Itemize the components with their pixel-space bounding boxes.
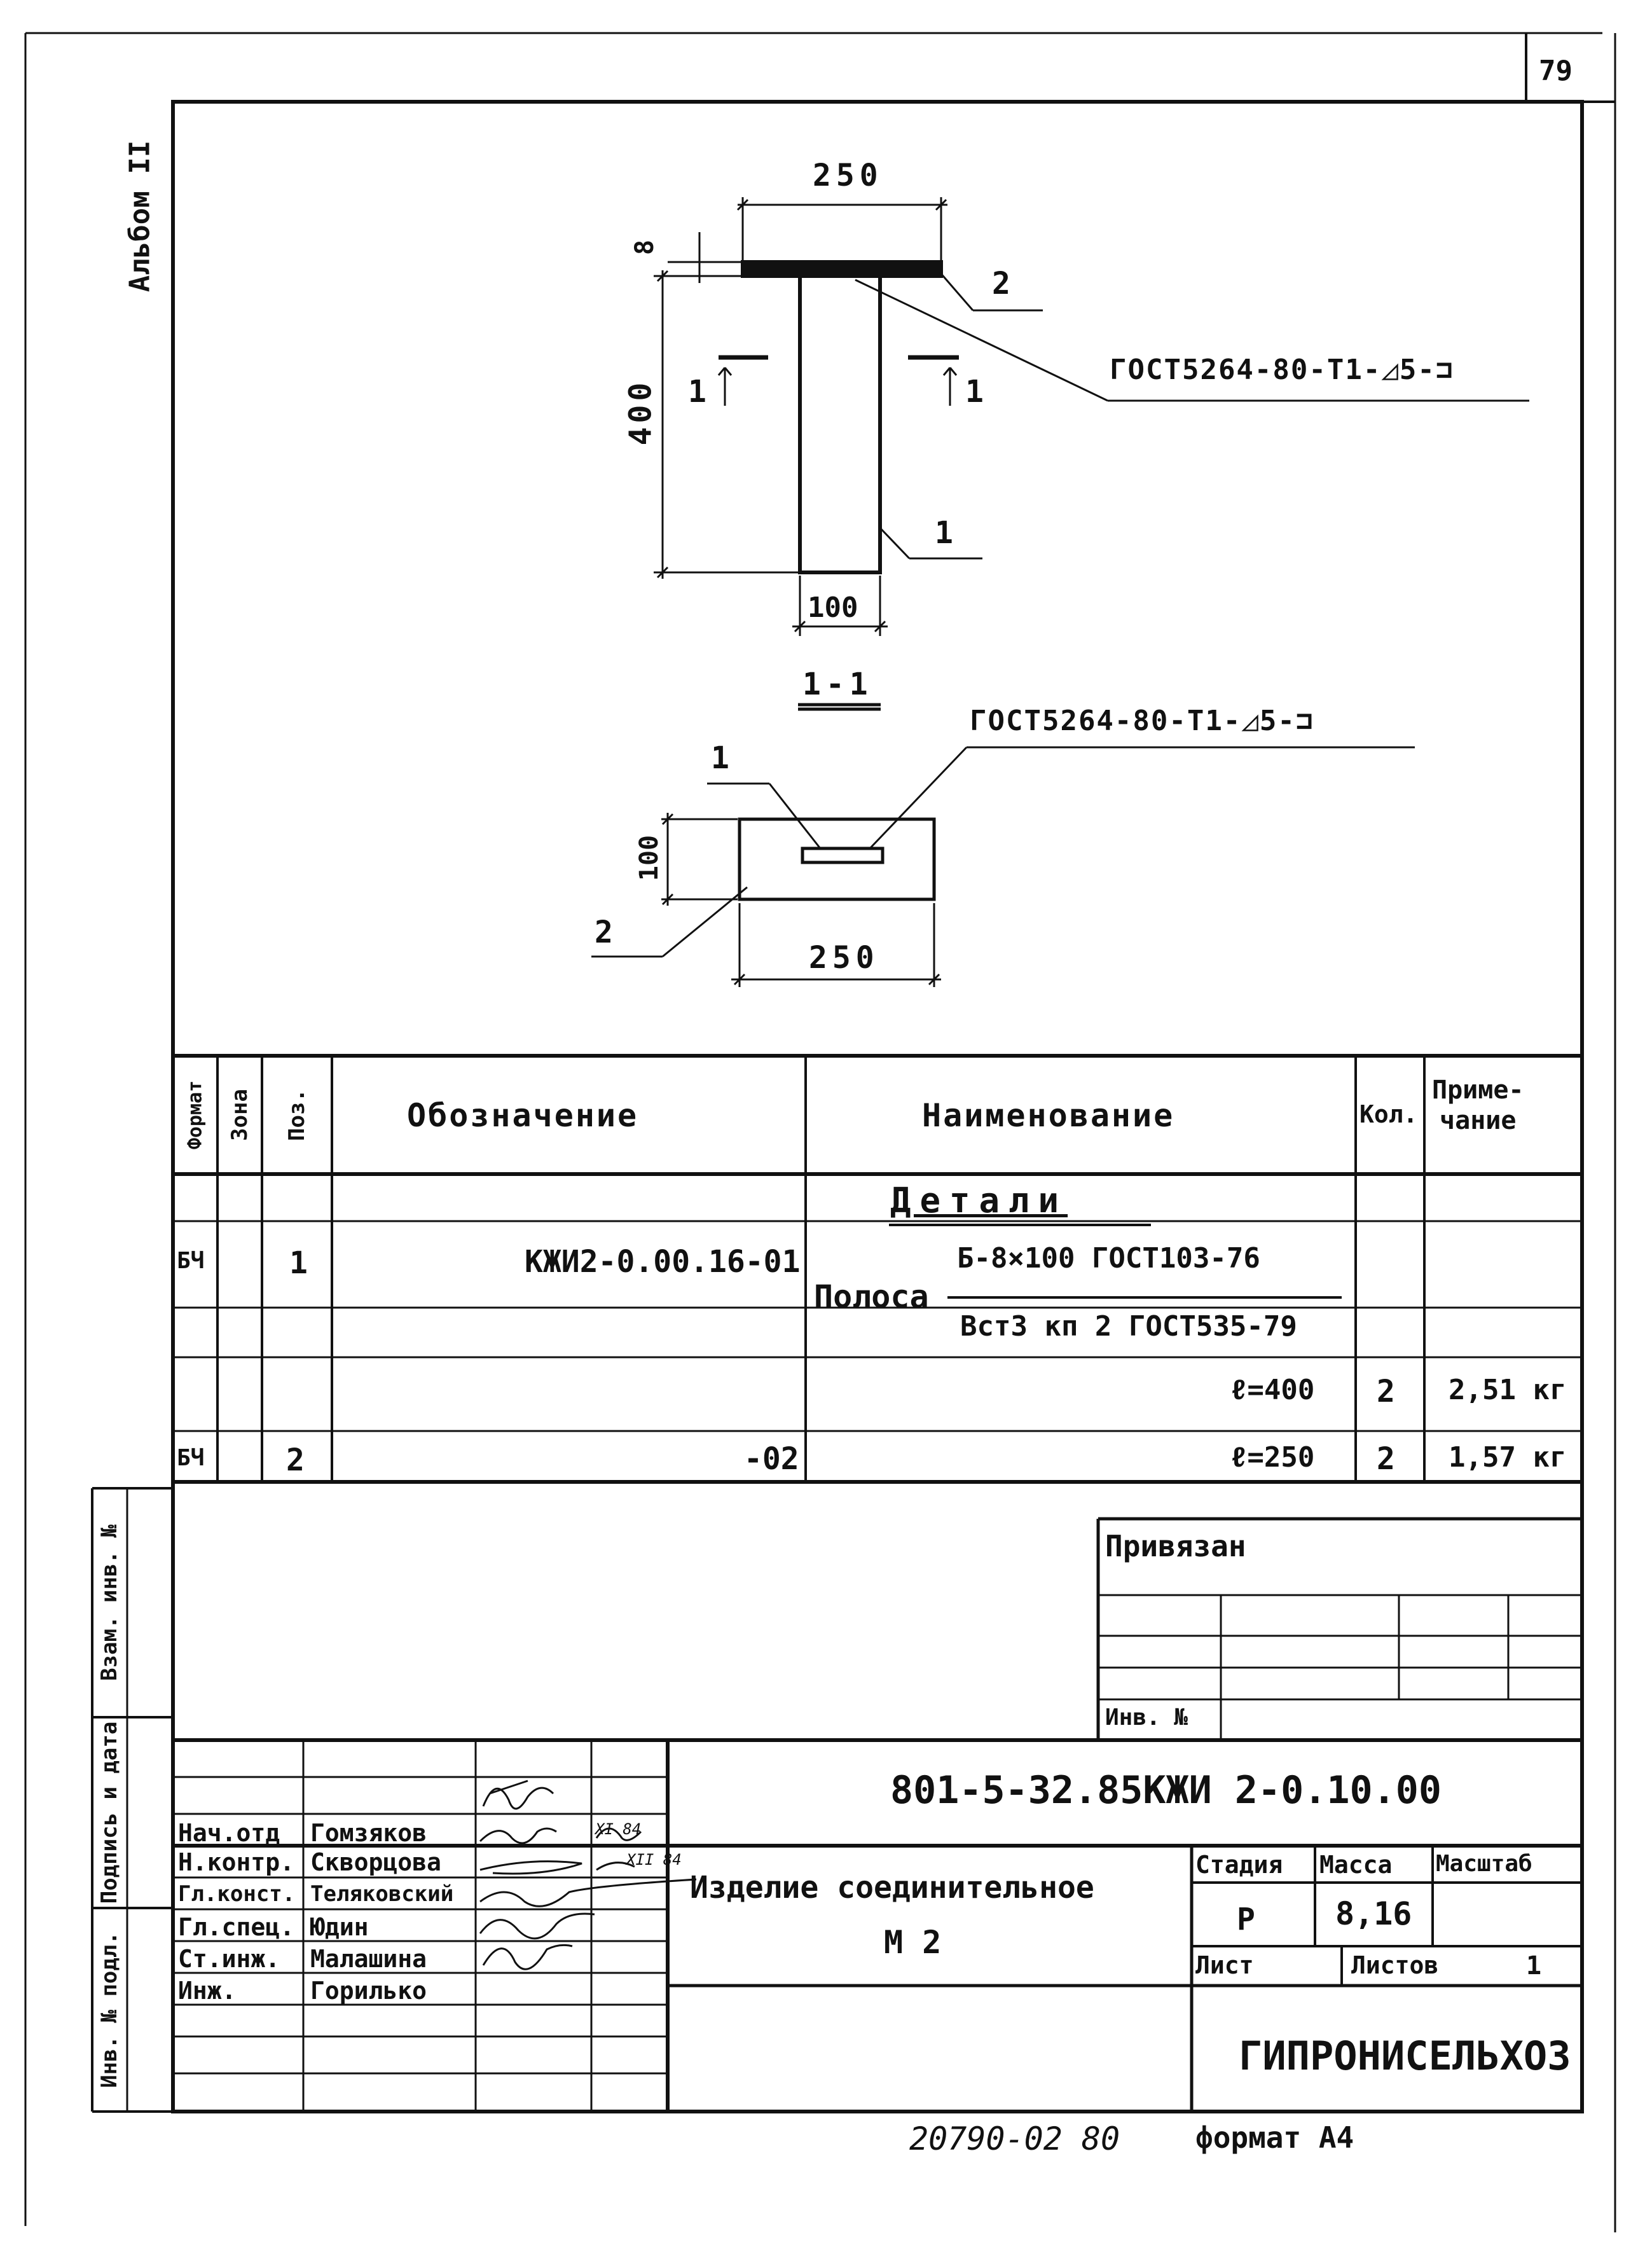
sheet-label: Лист <box>1195 1951 1254 1979</box>
staff-role-0: Нач.отд <box>178 1819 280 1847</box>
section-mark-right: 1 <box>965 374 984 410</box>
scale-label: Масштаб <box>1436 1851 1532 1877</box>
section-dim-width: 250 <box>809 940 879 976</box>
hdr-qty: Кол. <box>1359 1100 1418 1128</box>
staff-role-4: Ст.инж. <box>178 1945 280 1973</box>
section-title: 1-1 <box>802 667 873 702</box>
hdr-name: Наименование <box>922 1097 1175 1134</box>
binding-inv: Инв. № <box>1105 1704 1188 1731</box>
date-value-1: XI 84 <box>595 1820 642 1838</box>
hdr-note: Приме- чание <box>1432 1075 1524 1135</box>
item-name: Изделие соединительное <box>690 1870 1094 1905</box>
section-mark-left: 1 <box>688 374 706 410</box>
side-label-inv-podl: Инв. № подл. <box>97 1932 122 2088</box>
binding-title: Привязан <box>1105 1529 1246 1563</box>
staff-name-2: Теляковский <box>310 1881 454 1907</box>
row1-format: БЧ <box>177 1248 205 1274</box>
row1-length: ℓ=400 <box>1230 1374 1315 1406</box>
section-pos-strip: 1 <box>711 740 729 776</box>
row2-designation: -02 <box>744 1441 799 1477</box>
footer-format: формат А4 <box>1195 2120 1354 2155</box>
staff-name-1: Скворцова <box>310 1848 441 1876</box>
section-pos-plate: 2 <box>595 915 613 950</box>
doc-code: 801-5-32.85КЖИ 2-0.10.00 <box>890 1768 1442 1813</box>
sheets-value: 1 <box>1526 1951 1542 1981</box>
date-value-2: XII 84 <box>626 1851 682 1869</box>
page-number: 79 <box>1539 55 1573 87</box>
row2-length: ℓ=250 <box>1230 1441 1315 1474</box>
signatures <box>479 1780 697 1970</box>
staff-name-5: Горилько <box>310 1977 427 2005</box>
row2-pos: 2 <box>286 1442 305 1478</box>
staff-name-4: Малашина <box>310 1945 427 1973</box>
row1-qty: 2 <box>1377 1374 1395 1409</box>
staff-role-3: Гл.спец. <box>178 1913 295 1941</box>
row2-qty: 2 <box>1377 1441 1395 1477</box>
dim-plate-thickness: 8 <box>630 239 660 256</box>
row1-note: 2,51 кг <box>1449 1374 1567 1406</box>
pos-plate-label: 2 <box>992 266 1010 301</box>
staff-name-0: Гомзяков <box>310 1819 427 1847</box>
hdr-pos: Поз. <box>284 1089 310 1141</box>
section-weld-note: ГОСТ5264-80-Т1-◿5-⊐ <box>970 705 1314 737</box>
staff-role-2: Гл.конст. <box>178 1881 296 1907</box>
dim-height: 400 <box>623 378 659 446</box>
pos-strip-label: 1 <box>935 515 953 551</box>
staff-name-3: Юдин <box>310 1913 369 1941</box>
hdr-zone: Зона <box>227 1089 252 1141</box>
mass-value: 8,16 <box>1335 1895 1412 1932</box>
stage-value: Р <box>1237 1902 1255 1937</box>
weld-note: ГОСТ5264-80-Т1-◿5-⊐ <box>1110 354 1454 386</box>
row2-format: БЧ <box>177 1445 205 1471</box>
section-dim-height: 100 <box>635 834 664 882</box>
dim-strip-width: 100 <box>808 591 858 624</box>
row2-note: 1,57 кг <box>1449 1441 1567 1474</box>
row1-designation: КЖИ2-0.00.16-01 <box>525 1244 801 1280</box>
album-label: Альбом II <box>123 140 156 293</box>
row1-name-bottom: Вст3 кп 2 ГОСТ535-79 <box>960 1310 1297 1343</box>
staff-role-5: Инж. <box>178 1977 237 2005</box>
org-name: ГИПРОНИСЕЛЬХОЗ <box>1239 2033 1571 2079</box>
side-label-podpis: Подпись и дата <box>97 1721 122 1904</box>
row1-name-prefix: Полоса <box>814 1278 929 1315</box>
item-mark: М 2 <box>884 1924 942 1961</box>
row1-name-top: Б-8×100 ГОСТ103-76 <box>957 1242 1260 1275</box>
staff-role-1: Н.контр. <box>178 1848 295 1876</box>
dim-top-width: 250 <box>813 158 883 193</box>
mass-label: Масса <box>1319 1851 1393 1879</box>
stage-label: Стадия <box>1195 1851 1283 1879</box>
footer-code: 20790-02 80 <box>909 2120 1120 2157</box>
row1-pos: 1 <box>289 1245 308 1281</box>
sheets-label: Листов <box>1351 1951 1439 1979</box>
spec-section-title: Детали <box>890 1180 1068 1220</box>
hdr-designation: Обозначение <box>407 1097 639 1134</box>
hdr-format: Формат <box>184 1080 207 1150</box>
side-label-vzam: Взам. инв. № <box>97 1525 122 1681</box>
